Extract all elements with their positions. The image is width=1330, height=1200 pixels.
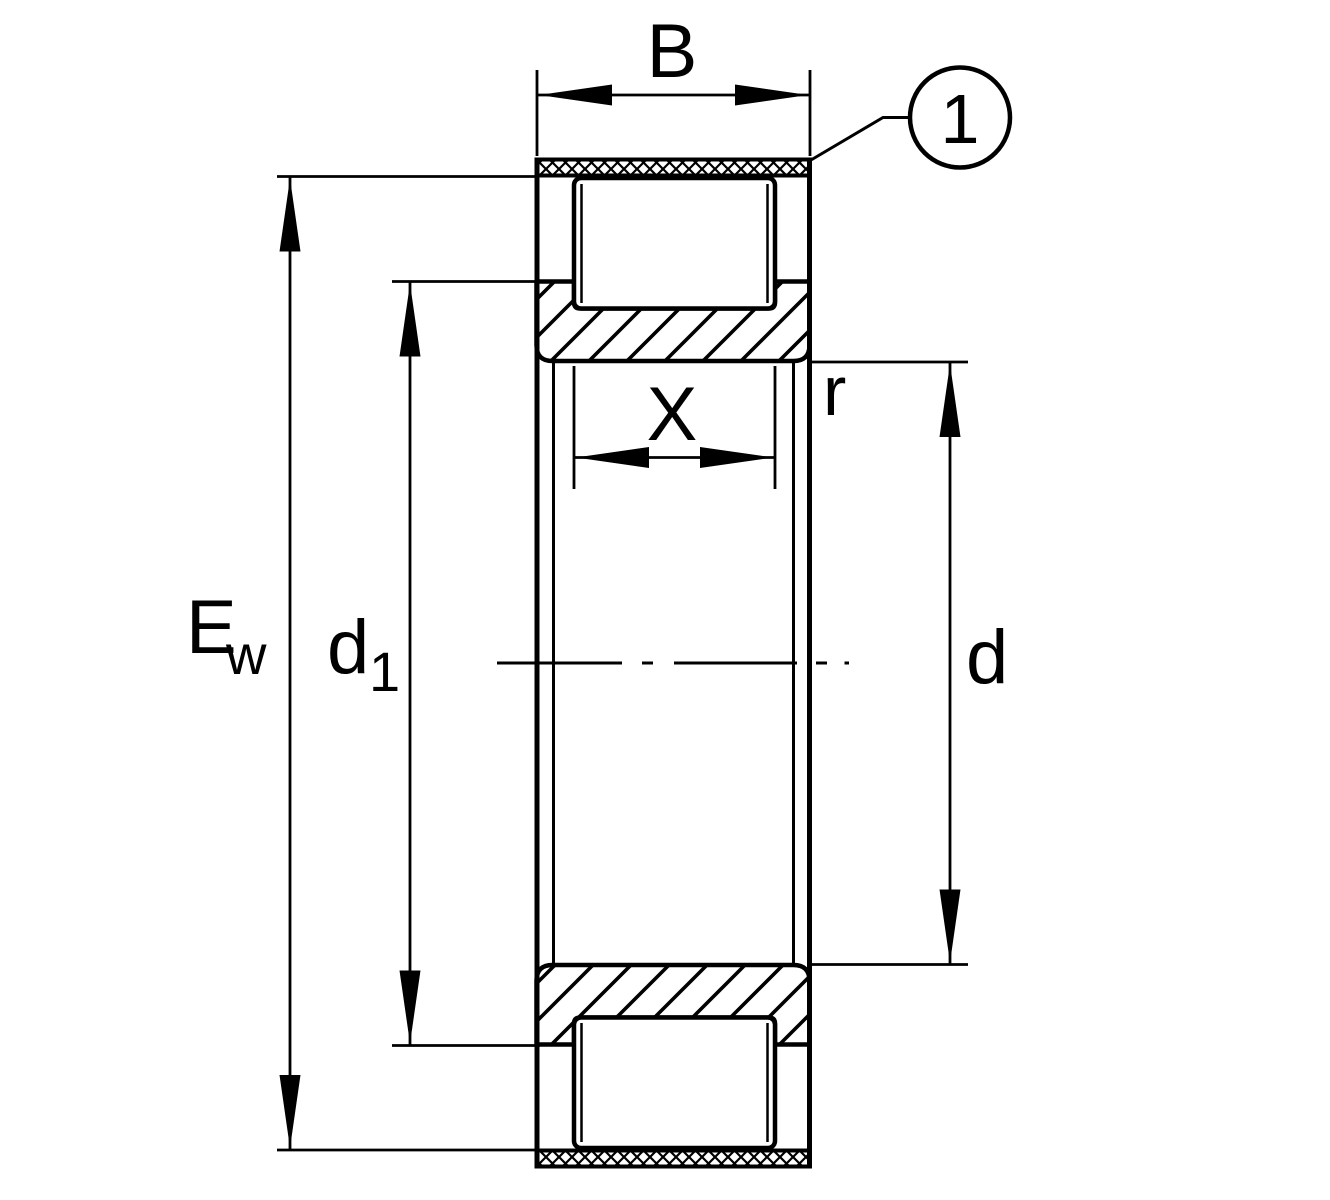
dimension-d-label: d [966,615,1008,700]
outer-band-bottom-section [534,1148,812,1169]
dimension-Ew-label-subscript: w [225,623,267,686]
dimension-d1-extension-lines [392,280,540,1047]
callout-number-label: 1 [941,80,980,158]
dimension-d1-label-subscript: 1 [369,640,400,703]
roller-bottom [571,1015,778,1151]
callout-1: 1 [810,65,1013,170]
callout-circle [907,65,1013,170]
dimension-d-extension-lines [811,360,968,966]
arrowhead-left-icon [539,84,612,106]
dimension-d: d [811,360,1008,966]
dimension-d1-label-main: d [327,605,369,690]
chamfer-radius-label: r [823,352,846,430]
arrowhead-left-icon [576,447,649,468]
arrowhead-right-icon [735,84,808,106]
dimension-Ew: E w [186,175,536,1152]
dimension-B-extension-lines [535,70,812,156]
dimension-d1: d 1 [327,280,540,1047]
roller-top-end-chamfer-lines [580,184,769,303]
dimension-Ew-extension-lines [277,175,536,1152]
dimension-X-extension-lines [572,366,777,489]
arrowhead-up-icon [399,283,421,357]
roller-top [571,175,778,311]
callout-leader-line [810,116,910,162]
outer-band-top-section [534,157,812,178]
arrowhead-up-icon [279,178,301,252]
dimension-X: X [572,366,777,489]
arrowhead-right-icon [700,447,773,468]
arrowhead-down-icon [939,889,961,963]
roller-bottom-end-chamfer-lines [580,1023,769,1142]
dimension-X-label: X [647,372,698,457]
dimension-B: B [535,9,812,156]
dimension-Ew-label-main: E [186,585,237,670]
dimension-B-label: B [647,9,698,94]
arrowhead-down-icon [279,1075,301,1148]
arrowhead-down-icon [399,970,421,1044]
arrowhead-up-icon [939,364,961,437]
